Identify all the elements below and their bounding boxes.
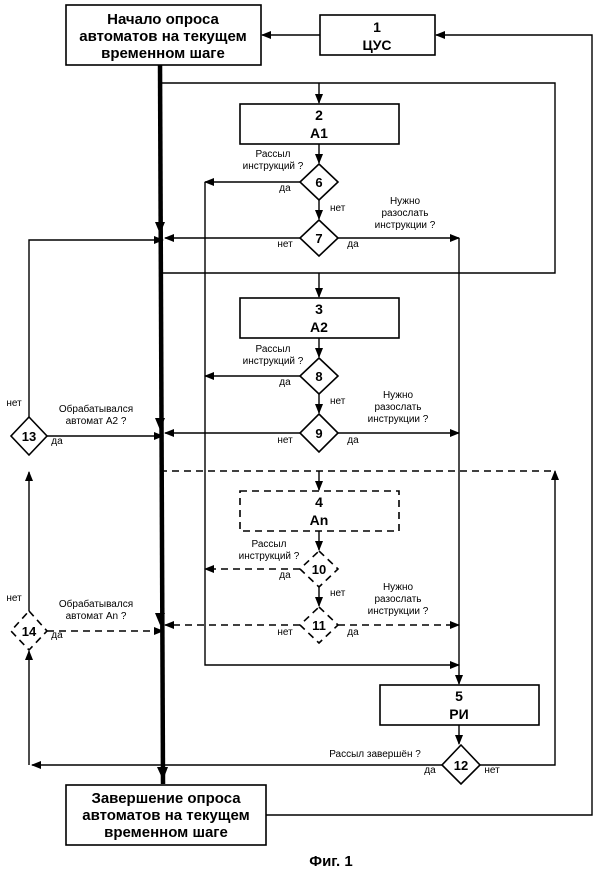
block-5: 5 РИ [380,685,539,725]
decision-8-num: 8 [315,369,322,384]
block-1-label: ЦУС [362,37,391,53]
block-3: 3 А2 [240,298,399,338]
d12-label: Рассыл завершён ? [329,749,421,760]
start-line-1: Начало опроса [107,11,219,28]
block-5-num: 5 [455,688,463,704]
block-4-label: An [310,512,329,528]
spine-arrow-end [157,767,168,780]
end-line-2: автоматов на текущем [82,807,249,824]
block-4: 4 An [240,491,399,531]
block-3-num: 3 [315,301,323,317]
end-line-1: Завершение опроса [91,790,241,807]
d10-label-2: инструкций ? [239,551,300,562]
decision-13-num: 13 [22,429,36,444]
d6-yes: да [279,183,291,194]
d8-label-1: Рассыл [256,344,291,355]
d6-no: нет [330,203,346,214]
d9-label-1: Нужно [383,390,414,401]
d9-label-2: разослать [374,402,421,413]
d9-no: нет [277,435,293,446]
block-2-label: А1 [310,125,328,141]
d11-label-2: разослать [374,594,421,605]
d8-yes: да [279,377,291,388]
decision-10-num: 10 [312,562,326,577]
d12-yes: да [424,765,436,776]
d7-no: нет [277,239,293,250]
d7-label-1: Нужно [390,196,421,207]
d11-label-1: Нужно [383,582,414,593]
d6-label-2: инструкций ? [243,161,304,172]
d6-label-1: Рассыл [256,149,291,160]
decision-9-num: 9 [315,426,322,441]
block-2: 2 А1 [240,104,399,144]
block-2-num: 2 [315,107,323,123]
d9-yes: да [347,435,359,446]
d13-label-1: Обрабатывался [59,403,133,415]
decision-14-num: 14 [22,624,37,639]
arrow-13-no [29,240,163,417]
d7-yes: да [347,239,359,250]
figure-caption: Фиг. 1 [309,853,352,870]
block-4-num: 4 [315,494,323,510]
d10-yes: да [279,570,291,581]
d8-label-2: инструкций ? [243,356,304,367]
d10-no: нет [330,588,346,599]
d11-label-3: инструкции ? [368,606,429,617]
spine-arrow-1 [155,222,165,234]
block-1-num: 1 [373,19,381,35]
block-1: 1 ЦУС [320,15,435,55]
block-3-label: А2 [310,319,328,335]
start-line-2: автоматов на текущем [79,28,246,45]
start-box: Начало опроса автоматов на текущем време… [66,5,261,65]
d13-label-2: автомат А2 ? [66,416,127,427]
d7-label-3: инструкции ? [375,220,436,231]
d10-label-1: Рассыл [252,539,287,550]
d9-label-3: инструкции ? [368,414,429,425]
d7-label-2: разослать [381,208,428,219]
end-box: Завершение опроса автоматов на текущем в… [66,785,266,845]
d14-label-1: Обрабатывался [59,598,133,610]
d8-no: нет [330,396,346,407]
d13-no: нет [6,398,22,409]
d14-label-2: автомат An ? [66,611,127,622]
d13-yes: да [51,436,63,447]
d14-no: нет [6,593,22,604]
d12-no: нет [484,765,500,776]
decision-12-num: 12 [454,758,468,773]
end-line-3: временном шаге [104,824,228,841]
start-line-3: временном шаге [101,45,225,62]
decision-6-num: 6 [315,175,322,190]
d11-no: нет [277,627,293,638]
decision-7-num: 7 [315,231,322,246]
decision-11-num: 11 [312,618,326,633]
block-5-label: РИ [449,706,468,722]
d11-yes: да [347,627,359,638]
